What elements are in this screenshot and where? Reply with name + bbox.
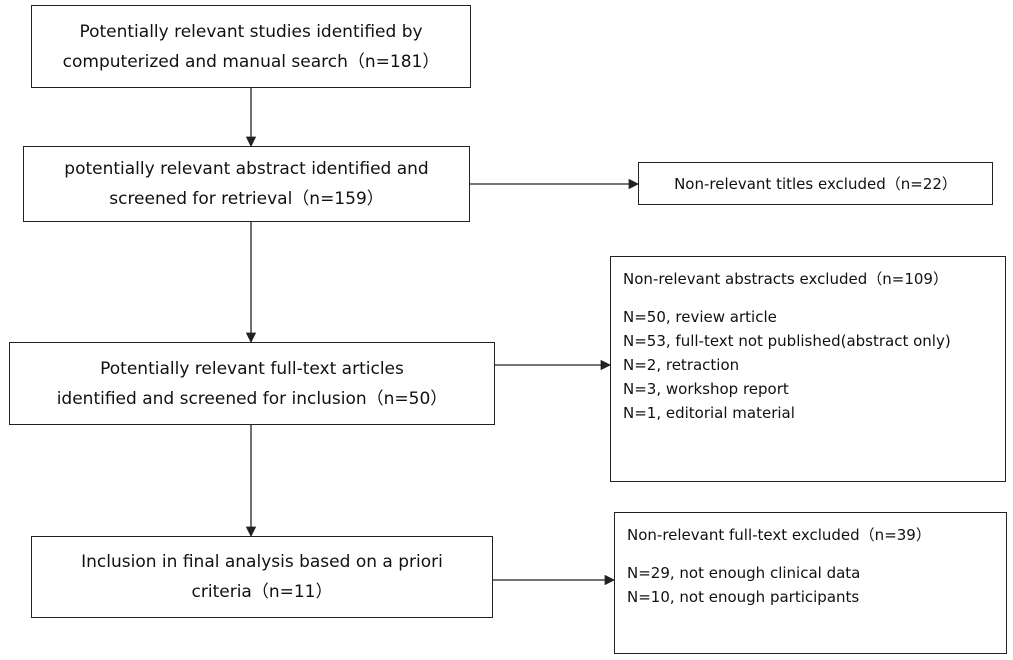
flow-box-fulltext: Potentially relevant full-text articles … [9, 342, 495, 425]
exclusion-item: N=3, workshop report [623, 380, 789, 398]
box-text: screened for retrieval（n=159） [109, 189, 384, 209]
exclusion-item: N=29, not enough clinical data [627, 564, 861, 582]
exclusion-title: Non-relevant abstracts excluded（n=109） [623, 270, 948, 288]
flow-box-included: Inclusion in final analysis based on a p… [31, 536, 493, 618]
exclusion-box-fulltext: Non-relevant full-text excluded（n=39） N=… [614, 512, 1007, 654]
box-text: potentially relevant abstract identified… [64, 159, 429, 179]
exclusion-item: N=53, full-text not published(abstract o… [623, 332, 951, 350]
box-text: identified and screened for inclusion（n=… [56, 388, 448, 409]
exclusion-item: N=1, editorial material [623, 404, 795, 422]
exclusion-item: N=2, retraction [623, 356, 740, 374]
exclusion-box-abstracts: Non-relevant abstracts excluded（n=109） N… [610, 256, 1006, 482]
exclusion-title: Non-relevant titles excluded（n=22） [674, 174, 957, 193]
flow-box-identified: Potentially relevant studies identified … [31, 5, 471, 88]
box-text: Potentially relevant full-text articles [100, 358, 404, 379]
exclusion-title: Non-relevant full-text excluded（n=39） [627, 526, 931, 544]
box-text: criteria（n=11） [191, 582, 333, 602]
box-text: computerized and manual search（n=181） [62, 51, 440, 72]
flow-box-screened: potentially relevant abstract identified… [23, 146, 470, 222]
exclusion-item: N=10, not enough participants [627, 588, 860, 606]
box-text: Potentially relevant studies identified … [79, 21, 423, 42]
exclusion-box-titles: Non-relevant titles excluded（n=22） [638, 162, 993, 205]
exclusion-item: N=50, review article [623, 308, 777, 326]
box-text: Inclusion in final analysis based on a p… [81, 552, 443, 572]
